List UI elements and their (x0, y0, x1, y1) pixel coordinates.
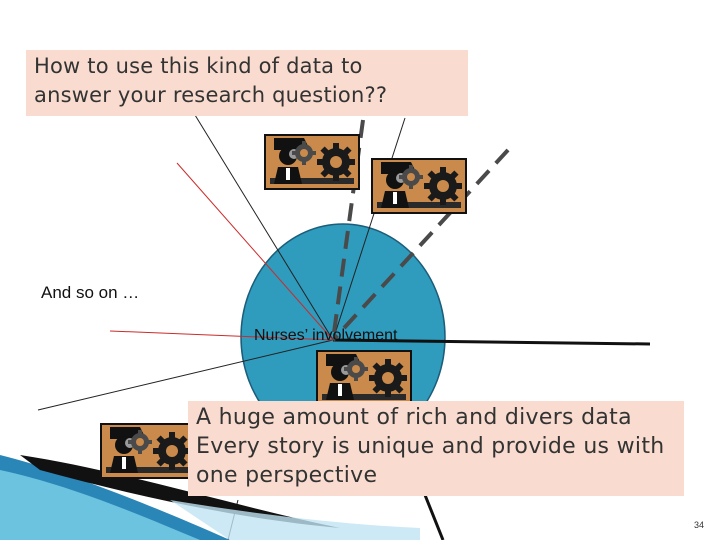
side-label: And so on … (41, 283, 140, 302)
radial-line (194, 114, 334, 341)
businessman-gear-clipart (371, 158, 467, 214)
page-number: 34 (693, 520, 704, 530)
callout-line: Every story is unique and provide us wit… (196, 434, 665, 459)
callout-line: How to use this kind of data to (34, 54, 363, 78)
callout-line: one perspective (196, 463, 378, 488)
radial-line (332, 117, 406, 341)
callout-line: A huge amount of rich and divers data (196, 405, 632, 430)
thick-radial-line (332, 338, 651, 346)
businessman-gear-clipart (264, 134, 360, 190)
summary-callout: A huge amount of rich and divers data Ev… (188, 401, 684, 496)
businessman-gear-clipart (316, 350, 412, 406)
dashed-radial-line (331, 148, 510, 342)
callout-line: answer your research question?? (34, 83, 388, 107)
red-radial-line (176, 162, 334, 341)
question-callout: How to use this kind of data to answer y… (26, 50, 468, 116)
thick-radial-line (423, 494, 445, 540)
radial-line (37, 339, 334, 411)
businessman-gear-clipart (100, 423, 196, 479)
center-label: Nurses’ involvement (254, 327, 398, 344)
red-radial-line (109, 330, 334, 341)
